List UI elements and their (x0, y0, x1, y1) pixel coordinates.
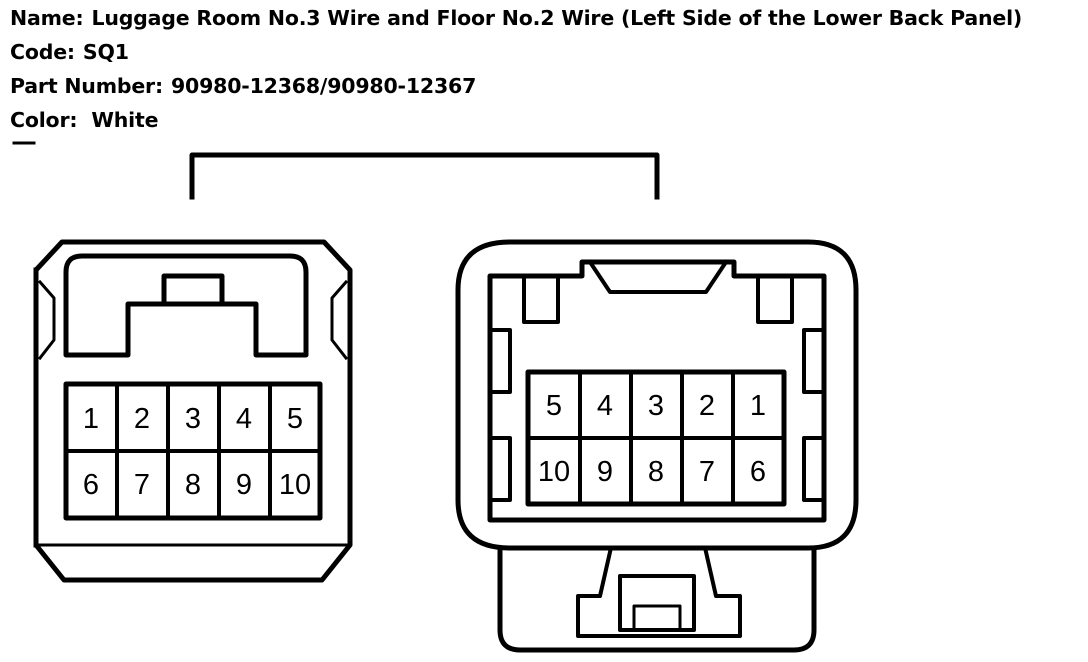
left-pin-label: 5 (287, 403, 303, 435)
mating-bracket (189, 152, 660, 200)
right-pin-label: 6 (750, 456, 766, 488)
right-connector-lock-button (618, 574, 696, 632)
right-pin-label: 4 (597, 390, 613, 422)
left-connector-pin-labels: 1 2 3 4 5 6 7 8 9 10 (83, 403, 311, 501)
right-pin-label: 2 (699, 390, 715, 422)
color-label: Color: (10, 108, 78, 132)
right-connector-rib-left-lower (488, 436, 512, 502)
left-pin-label: 8 (185, 469, 201, 501)
left-connector-inner-frame (63, 253, 309, 358)
right-pin-label: 10 (538, 456, 570, 488)
left-pin-label: 9 (236, 469, 252, 501)
color-line: Color: White (10, 108, 158, 132)
right-pin-label: 7 (699, 456, 715, 488)
left-pin-label: 1 (83, 403, 99, 435)
left-connector-side-notch-right (330, 279, 349, 361)
right-connector-rib-left-upper (488, 328, 512, 394)
right-connector-body (455, 239, 859, 551)
right-connector-guide-left (522, 274, 560, 324)
right-connector-guide-right (756, 274, 794, 324)
code-label: Code: (10, 40, 75, 64)
right-connector-pin-labels: 5 4 3 2 1 10 9 8 7 6 (538, 390, 766, 488)
color-value: White (91, 108, 159, 132)
code-value: SQ1 (82, 40, 129, 64)
right-connector-top-latch (587, 259, 729, 294)
left-pin-label: 7 (134, 469, 150, 501)
left-connector (33, 239, 353, 583)
left-pin-label: 10 (279, 469, 311, 501)
right-pin-label: 9 (597, 456, 613, 488)
right-connector-lock-button-inner (632, 604, 682, 632)
right-connector (455, 239, 859, 653)
right-connector-rib-right-lower (802, 436, 826, 502)
left-pin-label: 2 (134, 403, 150, 435)
right-connector-inner-frame (487, 259, 827, 523)
right-connector-rib-right-upper (802, 328, 826, 394)
left-connector-lock-tab (161, 273, 225, 307)
part-number-label: Part Number: (10, 74, 163, 98)
name-line: Name: Luggage Room No.3 Wire and Floor No… (10, 6, 1022, 30)
code-line: Code: SQ1 (10, 40, 129, 64)
right-pin-label: 3 (648, 390, 664, 422)
left-pin-label: 6 (83, 469, 99, 501)
right-pin-label: 1 (750, 390, 766, 422)
right-pin-label: 8 (648, 456, 664, 488)
right-connector-lock-housing (497, 547, 817, 653)
name-label: Name: (10, 6, 84, 30)
part-number-line: Part Number: 90980-12368/90980-12367 (10, 74, 476, 98)
right-pin-label: 5 (546, 390, 562, 422)
part-number-value: 90980-12368/90980-12367 (170, 74, 477, 98)
left-connector-side-notch-left (37, 279, 56, 361)
left-pin-label: 4 (236, 403, 252, 435)
name-value: Luggage Room No.3 Wire and Floor No.2 Wi… (91, 6, 1023, 30)
right-connector-lock-rail-left (576, 549, 742, 638)
left-pin-label: 3 (185, 403, 201, 435)
